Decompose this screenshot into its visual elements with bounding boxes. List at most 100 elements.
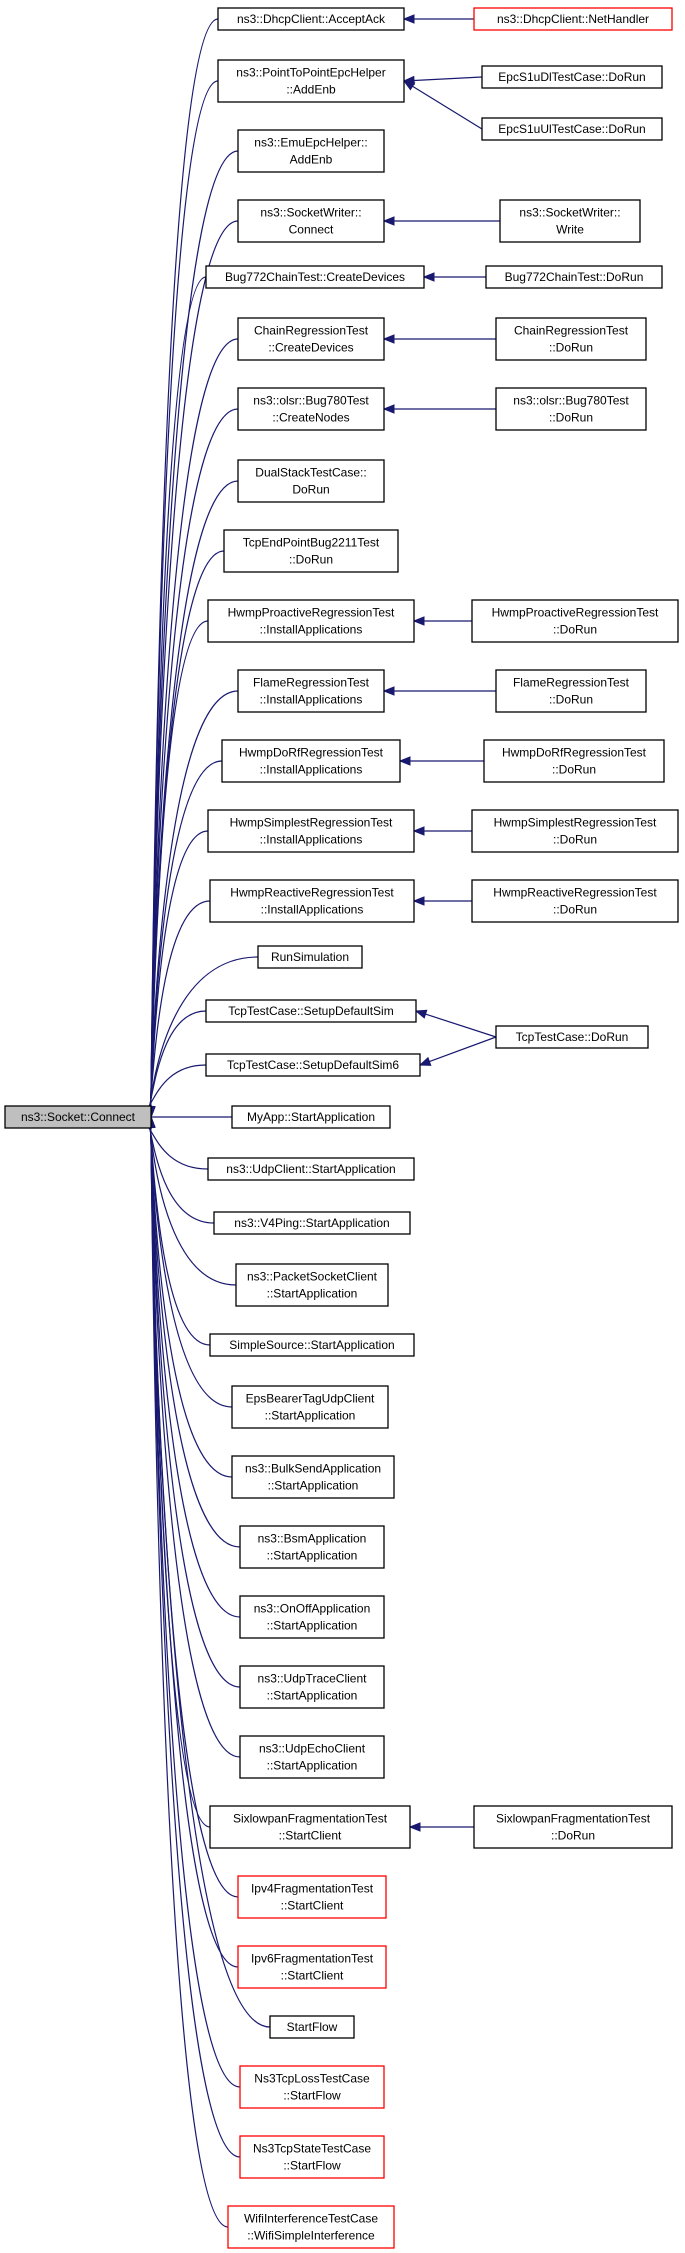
- node-label: EpsBearerTagUdpClient: [246, 1392, 375, 1406]
- call-edge: [412, 896, 472, 906]
- node-tcpendpointbug2211test-dorun[interactable]: TcpEndPointBug2211Test::DoRun: [223, 529, 399, 573]
- node-ns3-pointtopointepchelper-addenb[interactable]: ns3::PointToPointEpcHelper::AddEnb: [217, 59, 405, 103]
- node-ns3-socketwriter-write[interactable]: ns3::SocketWriter::Write: [499, 199, 641, 243]
- node-sixlowpanfragmentationtest-startclient[interactable]: SixlowpanFragmentationTest::StartClient: [209, 1805, 411, 1849]
- node-myapp-startapplication[interactable]: MyApp::StartApplication: [231, 1105, 391, 1129]
- node-epcs1uultestcase-dorun[interactable]: EpcS1uUlTestCase::DoRun: [481, 117, 663, 141]
- arrowhead: [412, 826, 425, 836]
- node-label: HwmpSimplestRegressionTest: [494, 816, 657, 830]
- node-startflow[interactable]: StartFlow: [269, 2015, 355, 2039]
- node-label: ::StartApplication: [267, 1689, 358, 1703]
- edge-line: [425, 1013, 497, 1038]
- call-edge: [382, 216, 500, 226]
- node-label: ns3::olsr::Bug780Test: [513, 394, 629, 408]
- node-ns3-olsr-bug780test-dorun[interactable]: ns3::olsr::Bug780Test::DoRun: [495, 387, 647, 431]
- node-dualstacktestcase-dorun[interactable]: DualStackTestCase::DoRun: [237, 459, 385, 503]
- node-tcptestcase-setupdefaultsim[interactable]: TcpTestCase::SetupDefaultSim: [205, 999, 417, 1023]
- node-ipv6fragmentationtest-startclient[interactable]: Ipv6FragmentationTest::StartClient: [237, 1945, 387, 1989]
- node-ns3-packetsocketclient-startapplication[interactable]: ns3::PacketSocketClient::StartApplicatio…: [235, 1263, 389, 1307]
- node-runsimulation[interactable]: RunSimulation: [257, 945, 363, 969]
- node-label: ::StartApplication: [267, 1619, 358, 1633]
- arrowhead: [382, 404, 395, 414]
- node-ns3-dhcpclient-nethandler[interactable]: ns3::DhcpClient::NetHandler: [473, 7, 673, 31]
- node-hwmpdorfregressiontest-installapplications[interactable]: HwmpDoRfRegressionTest::InstallApplicati…: [221, 739, 401, 783]
- arrowhead: [382, 334, 395, 344]
- node-label: ::InstallApplications: [260, 623, 363, 637]
- node-label: ::StartApplication: [267, 1287, 358, 1301]
- node-box: [483, 739, 665, 783]
- node-chainregressiontest-createdevices[interactable]: ChainRegressionTest::CreateDevices: [237, 317, 385, 361]
- node-box: [495, 387, 647, 431]
- node-tcptestcase-dorun[interactable]: TcpTestCase::DoRun: [495, 1025, 649, 1049]
- node-ipv4fragmentationtest-startclient[interactable]: Ipv4FragmentationTest::StartClient: [237, 1875, 387, 1919]
- node-box: [471, 879, 679, 923]
- node-flameregressiontest-dorun[interactable]: FlameRegressionTest::DoRun: [495, 669, 647, 713]
- node-label: EpcS1uUlTestCase::DoRun: [498, 122, 645, 136]
- node-hwmpreactiveregressiontest-installapplications[interactable]: HwmpReactiveRegressionTest::InstallAppli…: [209, 879, 415, 923]
- edge-line: [149, 956, 259, 1108]
- node-label: Bug772ChainTest::DoRun: [505, 270, 644, 284]
- node-box: [257, 945, 363, 969]
- node-sixlowpanfragmentationtest-dorun[interactable]: SixlowpanFragmentationTest::DoRun: [473, 1805, 673, 1849]
- call-edge: [382, 334, 496, 344]
- node-box: [237, 1875, 387, 1919]
- node-box: [231, 1385, 389, 1429]
- node-hwmpsimplestregressiontest-dorun[interactable]: HwmpSimplestRegressionTest::DoRun: [471, 809, 679, 853]
- node-label: ns3::PacketSocketClient: [247, 1270, 378, 1284]
- node-ns3-udpechoclient-startapplication[interactable]: ns3::UdpEchoClient::StartApplication: [239, 1735, 385, 1779]
- node-chainregressiontest-dorun[interactable]: ChainRegressionTest::DoRun: [495, 317, 647, 361]
- edge-line: [150, 620, 209, 1108]
- node-ns3-udpclient-startapplication[interactable]: ns3::UdpClient::StartApplication: [207, 1157, 415, 1181]
- node-box: [205, 999, 417, 1023]
- node-label: ::StartClient: [281, 1899, 344, 1913]
- node-hwmpreactiveregressiontest-dorun[interactable]: HwmpReactiveRegressionTest::DoRun: [471, 879, 679, 923]
- node-label: ns3::BsmApplication: [258, 1532, 367, 1546]
- arrowhead: [422, 272, 435, 282]
- node-label: SixlowpanFragmentationTest: [496, 1812, 651, 1826]
- node-box: [207, 1157, 415, 1181]
- node-label: Ipv6FragmentationTest: [251, 1952, 374, 1966]
- node-bug772chaintest-createdevices[interactable]: Bug772ChainTest::CreateDevices: [205, 265, 425, 289]
- node-label: ::DoRun: [549, 411, 593, 425]
- node-label: HwmpReactiveRegressionTest: [493, 886, 657, 900]
- node-hwmpsimplestregressiontest-installapplications[interactable]: HwmpSimplestRegressionTest::InstallAppli…: [207, 809, 415, 853]
- node-flameregressiontest-installapplications[interactable]: FlameRegressionTest::InstallApplications: [237, 669, 385, 713]
- node-hwmpproactiveregressiontest-installapplications[interactable]: HwmpProactiveRegressionTest::InstallAppl…: [207, 599, 415, 643]
- arrowhead: [382, 686, 395, 696]
- node-ns3-bulksendapplication-startapplication[interactable]: ns3::BulkSendApplication::StartApplicati…: [231, 1455, 395, 1499]
- node-label: FlameRegressionTest: [253, 676, 370, 690]
- node-bug772chaintest-dorun[interactable]: Bug772ChainTest::DoRun: [485, 265, 663, 289]
- node-label: ::InstallApplications: [260, 693, 363, 707]
- node-label: ns3::UdpClient::StartApplication: [226, 1162, 395, 1176]
- node-ns3-olsr-bug780test-createnodes[interactable]: ns3::olsr::Bug780Test::CreateNodes: [237, 387, 385, 431]
- node-wifiinterferencetestcase-wifisimpleinterference[interactable]: WifiInterferenceTestCase::WifiSimpleInte…: [227, 2205, 395, 2249]
- node-ns3-dhcpclient-acceptack[interactable]: ns3::DhcpClient::AcceptAck: [217, 7, 405, 31]
- edge-line: [147, 1126, 209, 1170]
- node-ns3-v4ping-startapplication[interactable]: ns3::V4Ping::StartApplication: [213, 1211, 411, 1235]
- call-edge: [382, 686, 496, 696]
- node-ns3tcplosstestcase-startflow[interactable]: Ns3TcpLossTestCase::StartFlow: [239, 2065, 385, 2109]
- node-epcs1udltestcase-dorun[interactable]: EpcS1uDlTestCase::DoRun: [481, 65, 663, 89]
- node-hwmpdorfregressiontest-dorun[interactable]: HwmpDoRfRegressionTest::DoRun: [483, 739, 665, 783]
- node-tcptestcase-setupdefaultsim6[interactable]: TcpTestCase::SetupDefaultSim6: [205, 1053, 421, 1077]
- arrowhead: [408, 1822, 421, 1832]
- node-hwmpproactiveregressiontest-dorun[interactable]: HwmpProactiveRegressionTest::DoRun: [471, 599, 679, 643]
- node-ns3-udptraceclient-startapplication[interactable]: ns3::UdpTraceClient::StartApplication: [239, 1665, 385, 1709]
- node-label: HwmpDoRfRegressionTest: [502, 746, 647, 760]
- node-label: ns3::UdpEchoClient: [259, 1742, 366, 1756]
- node-ns3-emuepchelper-addenb[interactable]: ns3::EmuEpcHelper::AddEnb: [237, 129, 385, 173]
- node-box: [237, 1945, 387, 1989]
- arrowhead: [412, 616, 425, 626]
- node-ns3-onoffapplication-startapplication[interactable]: ns3::OnOffApplication::StartApplication: [239, 1595, 385, 1639]
- node-simplesource-startapplication[interactable]: SimpleSource::StartApplication: [209, 1333, 415, 1357]
- node-epsbearertagudpclient-startapplication[interactable]: EpsBearerTagUdpClient::StartApplication: [231, 1385, 389, 1429]
- node-label: DoRun: [292, 483, 329, 497]
- node-ns3-socketwriter-connect[interactable]: ns3::SocketWriter::Connect: [237, 199, 385, 243]
- edge-line: [150, 338, 239, 1108]
- edge-line: [150, 276, 207, 1108]
- node-ns3-bsmapplication-startapplication[interactable]: ns3::BsmApplication::StartApplication: [239, 1525, 385, 1569]
- node-label: ::DoRun: [553, 903, 597, 917]
- node-ns3tcpstatetestcase-startflow[interactable]: Ns3TcpStateTestCase::StartFlow: [239, 2135, 385, 2179]
- node-label: TcpTestCase::DoRun: [516, 1030, 629, 1044]
- edge-line: [149, 900, 211, 1108]
